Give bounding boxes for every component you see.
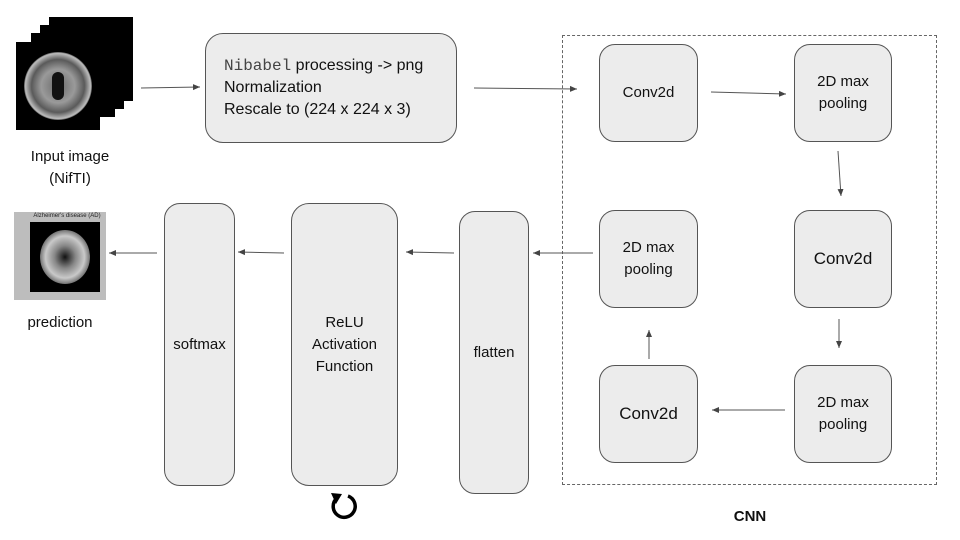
prediction-thumb-title: Alzheimer's disease (AD)	[33, 213, 101, 219]
brain-scan-icon	[16, 42, 100, 130]
preprocessing-box: Nibabel processing -> png Normalization …	[205, 33, 457, 143]
relu-activation-box: ReLU Activation Function	[291, 203, 398, 486]
prediction-label: prediction	[27, 314, 93, 331]
cnn-maxpool-2: 2D max pooling	[599, 210, 698, 308]
processing-line-3: Rescale to (224 x 224 x 3)	[224, 101, 411, 118]
arrow-conv1-to-pool1	[710, 90, 787, 97]
cnn-maxpool-3: 2D max pooling	[794, 365, 892, 463]
cnn-conv2d-3: Conv2d	[599, 365, 698, 463]
cnn-conv2d-2: Conv2d	[794, 210, 892, 308]
cnn-conv2d-1: Conv2d	[599, 44, 698, 142]
arrow-input-to-proc	[140, 84, 201, 91]
arrow-proc-to-cnn	[473, 85, 578, 92]
arrow-pool1-to-conv2	[837, 150, 844, 197]
brain-scan-icon	[30, 222, 100, 292]
loop-arrow-icon	[331, 493, 357, 520]
processing-line-2: Normalization	[224, 79, 322, 96]
input-image-label: Input image (NifTI)	[30, 148, 110, 187]
cnn-label: CNN	[733, 508, 767, 525]
processing-line-1: processing -> png	[291, 57, 424, 74]
arrow-flatten-to-relu	[405, 249, 455, 256]
cnn-maxpool-1: 2D max pooling	[794, 44, 892, 142]
prediction-thumbnail: Alzheimer's disease (AD)	[14, 212, 106, 300]
cnn-frame	[562, 35, 937, 485]
flatten-box: flatten	[459, 211, 529, 494]
nibabel-text: Nibabel	[224, 57, 292, 75]
arrow-relu-to-softmax	[237, 249, 285, 256]
softmax-box: softmax	[164, 203, 235, 486]
